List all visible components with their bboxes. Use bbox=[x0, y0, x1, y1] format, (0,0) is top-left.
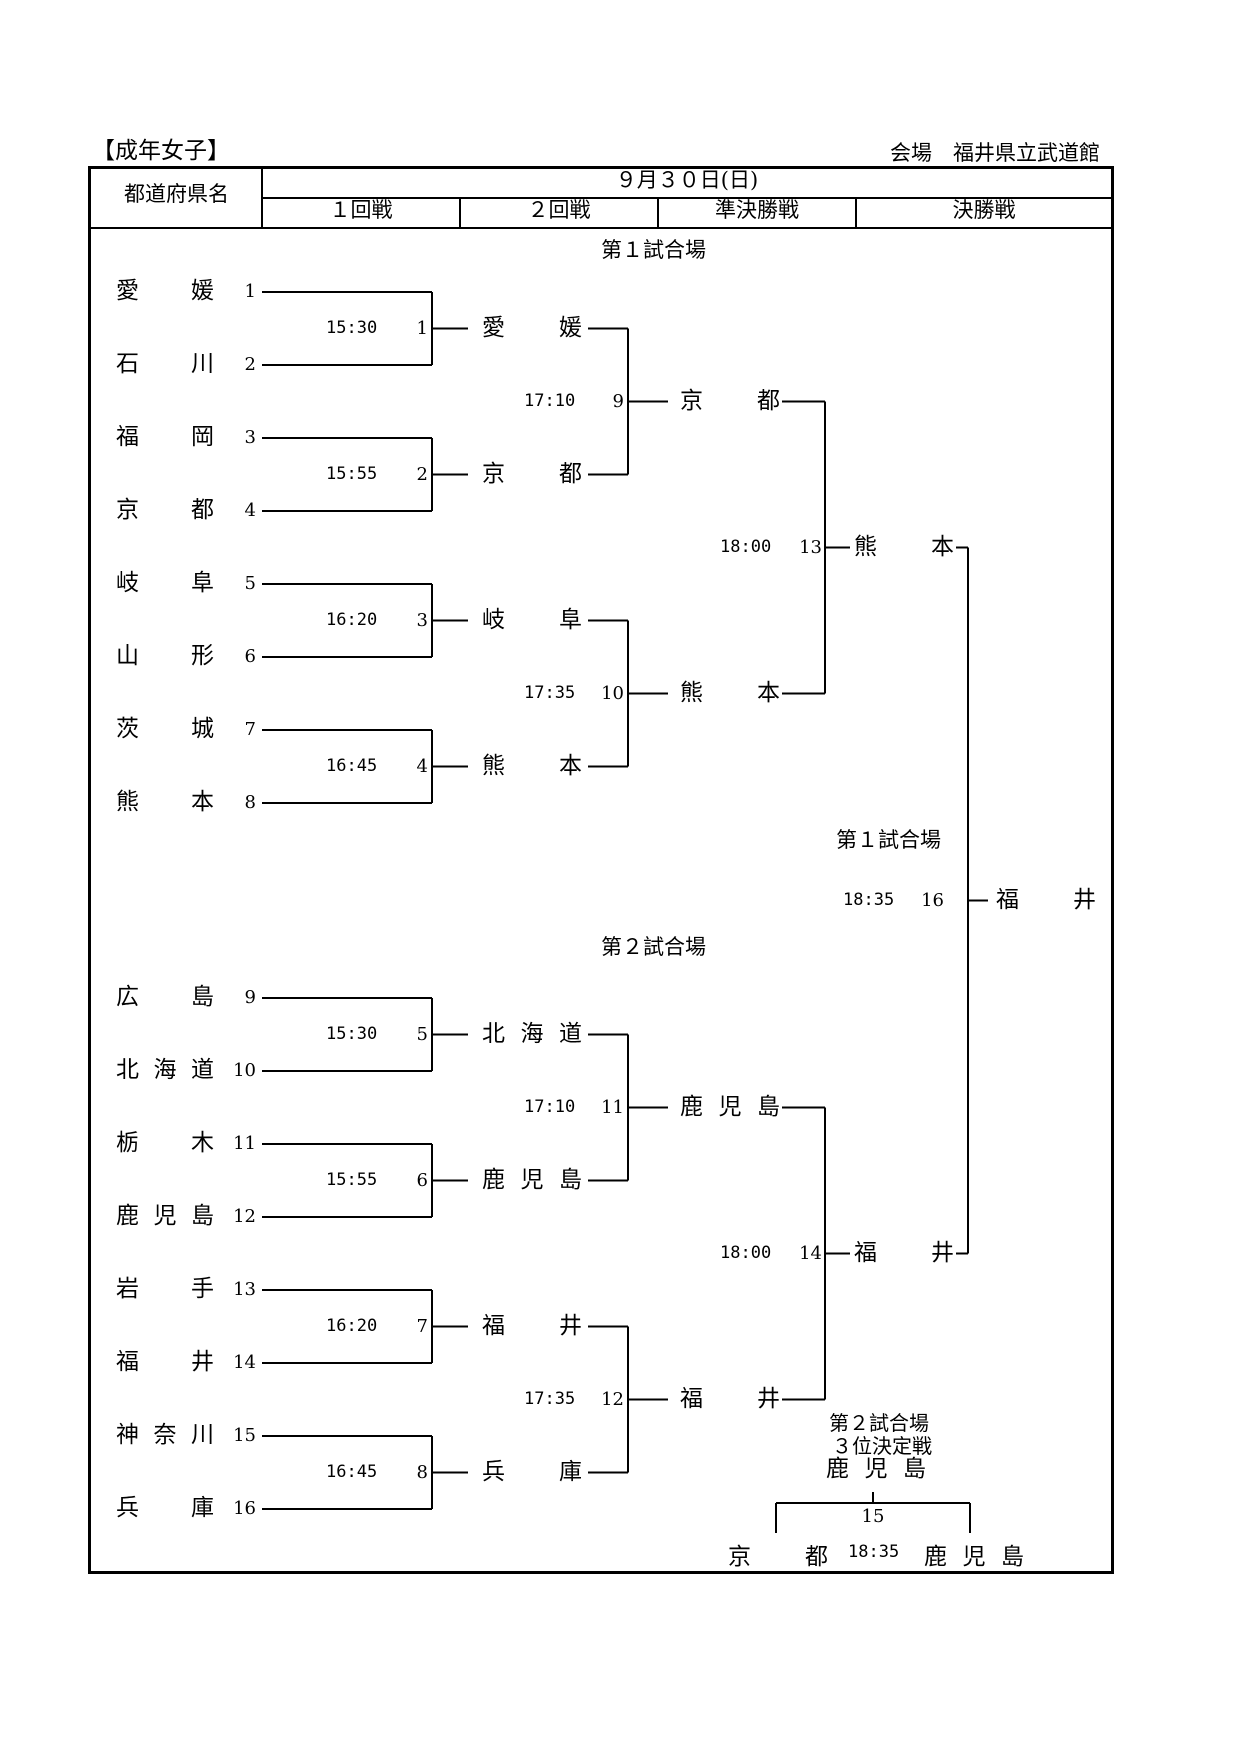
round2-winner: 福井 bbox=[680, 1385, 780, 1412]
round1-match-number: 8 bbox=[416, 1461, 428, 1483]
champion: 福井 bbox=[996, 886, 1096, 913]
round2-match-number: 12 bbox=[601, 1388, 624, 1410]
round-header-semis: 準決勝戦 bbox=[715, 198, 799, 222]
entrant-name: 京都 bbox=[116, 497, 214, 523]
third-place-right: 鹿児島 bbox=[924, 1544, 1024, 1570]
entrant-seed: 1 bbox=[244, 281, 256, 302]
round1-winner: 兵庫 bbox=[482, 1458, 582, 1485]
date-header: ９月３０日(日) bbox=[615, 168, 759, 192]
entrant-seed: 3 bbox=[244, 427, 256, 448]
court-label-1: 第１試合場 bbox=[601, 238, 706, 262]
round1-winner: 岐阜 bbox=[482, 606, 582, 633]
third-place-time: 18:35 bbox=[848, 1542, 900, 1562]
final-match-number: 16 bbox=[921, 889, 944, 911]
entrant-name: 栃木 bbox=[116, 1130, 214, 1156]
semi-time: 18:00 bbox=[720, 536, 772, 557]
round2-time: 17:35 bbox=[524, 682, 576, 703]
round1-time: 15:55 bbox=[326, 463, 378, 484]
third-place-label: ３位決定戦 bbox=[832, 1434, 932, 1458]
semi-match-number: 14 bbox=[799, 1242, 822, 1264]
round1-match-number: 3 bbox=[416, 609, 428, 631]
bracket-frame bbox=[88, 166, 1114, 1574]
semi-time: 18:00 bbox=[720, 1242, 772, 1263]
round1-time: 16:20 bbox=[326, 609, 378, 630]
round1-winner: 北海道 bbox=[482, 1020, 582, 1047]
round1-winner: 熊本 bbox=[482, 752, 582, 779]
entrant-name: 広島 bbox=[116, 984, 214, 1010]
third-place-match-number: 15 bbox=[861, 1506, 885, 1527]
court-label-2: 第２試合場 bbox=[601, 935, 706, 959]
entrant-seed: 13 bbox=[233, 1279, 256, 1300]
round2-match-number: 9 bbox=[612, 390, 624, 412]
round1-winner: 福井 bbox=[482, 1312, 582, 1339]
entrant-name: 熊本 bbox=[116, 789, 214, 815]
round1-time: 16:45 bbox=[326, 1461, 378, 1482]
entrant-name: 兵庫 bbox=[116, 1495, 214, 1521]
entrant-name: 岐阜 bbox=[116, 570, 214, 596]
entrant-seed: 2 bbox=[244, 354, 256, 375]
entrant-name: 鹿児島 bbox=[116, 1203, 214, 1229]
round-header-final: 決勝戦 bbox=[952, 198, 1016, 222]
entrant-name: 山形 bbox=[116, 643, 214, 669]
semi-winner: 福井 bbox=[854, 1239, 954, 1266]
entrant-name: 愛媛 bbox=[116, 278, 214, 304]
final-time: 18:35 bbox=[843, 889, 895, 910]
semi-match-number: 13 bbox=[799, 536, 822, 558]
round1-winner: 愛媛 bbox=[482, 314, 582, 341]
round1-winner: 京都 bbox=[482, 460, 582, 487]
round1-time: 16:20 bbox=[326, 1315, 378, 1336]
round1-time: 15:30 bbox=[326, 1023, 378, 1044]
round1-winner: 鹿児島 bbox=[482, 1166, 582, 1193]
round2-time: 17:35 bbox=[524, 1388, 576, 1409]
entrant-seed: 7 bbox=[244, 719, 256, 740]
entrant-name: 福井 bbox=[116, 1349, 214, 1375]
round1-match-number: 6 bbox=[416, 1169, 428, 1191]
entrant-name: 茨城 bbox=[116, 716, 214, 742]
final-court-label: 第１試合場 bbox=[836, 828, 941, 852]
entrant-name: 福岡 bbox=[116, 424, 214, 450]
entrant-seed: 5 bbox=[244, 573, 256, 594]
round1-match-number: 1 bbox=[416, 317, 428, 339]
entrant-name: 岩手 bbox=[116, 1276, 214, 1302]
entrant-name: 神奈川 bbox=[116, 1422, 214, 1448]
round1-time: 16:45 bbox=[326, 755, 378, 776]
entrant-seed: 16 bbox=[233, 1498, 256, 1519]
category-title: 【成年女子】 bbox=[92, 138, 230, 164]
entrant-seed: 10 bbox=[233, 1060, 256, 1081]
entrant-seed: 12 bbox=[233, 1206, 256, 1227]
round1-match-number: 4 bbox=[416, 755, 428, 777]
third-place-left: 京都 bbox=[728, 1544, 828, 1570]
round1-match-number: 7 bbox=[416, 1315, 428, 1337]
entrant-seed: 6 bbox=[244, 646, 256, 667]
round2-winner: 熊本 bbox=[680, 679, 780, 706]
venue-label: 会場 福井県立武道館 bbox=[890, 141, 1100, 165]
round2-time: 17:10 bbox=[524, 1096, 576, 1117]
round1-time: 15:30 bbox=[326, 317, 378, 338]
entrant-seed: 8 bbox=[244, 792, 256, 813]
entrant-seed: 15 bbox=[233, 1425, 256, 1446]
third-court-label: 第２試合場 bbox=[829, 1411, 929, 1435]
round1-match-number: 5 bbox=[416, 1023, 428, 1045]
round1-match-number: 2 bbox=[416, 463, 428, 485]
third-place-winner: 鹿児島 bbox=[826, 1456, 926, 1482]
entrant-seed: 11 bbox=[233, 1133, 256, 1154]
entrant-name: 北海道 bbox=[116, 1057, 214, 1083]
round2-time: 17:10 bbox=[524, 390, 576, 411]
entrant-name: 石川 bbox=[116, 351, 214, 377]
entrant-seed: 4 bbox=[244, 500, 256, 521]
semi-winner: 熊本 bbox=[854, 533, 954, 560]
entrant-seed: 9 bbox=[244, 987, 256, 1008]
round2-match-number: 10 bbox=[601, 682, 624, 704]
entrant-seed: 14 bbox=[233, 1352, 256, 1373]
round1-time: 15:55 bbox=[326, 1169, 378, 1190]
round2-winner: 京都 bbox=[680, 387, 780, 414]
pref-column-header: 都道府県名 bbox=[124, 182, 229, 206]
round-header-2: ２回戦 bbox=[527, 198, 591, 222]
round2-match-number: 11 bbox=[601, 1096, 624, 1118]
round2-winner: 鹿児島 bbox=[680, 1093, 780, 1120]
round-header-1: １回戦 bbox=[329, 198, 393, 222]
